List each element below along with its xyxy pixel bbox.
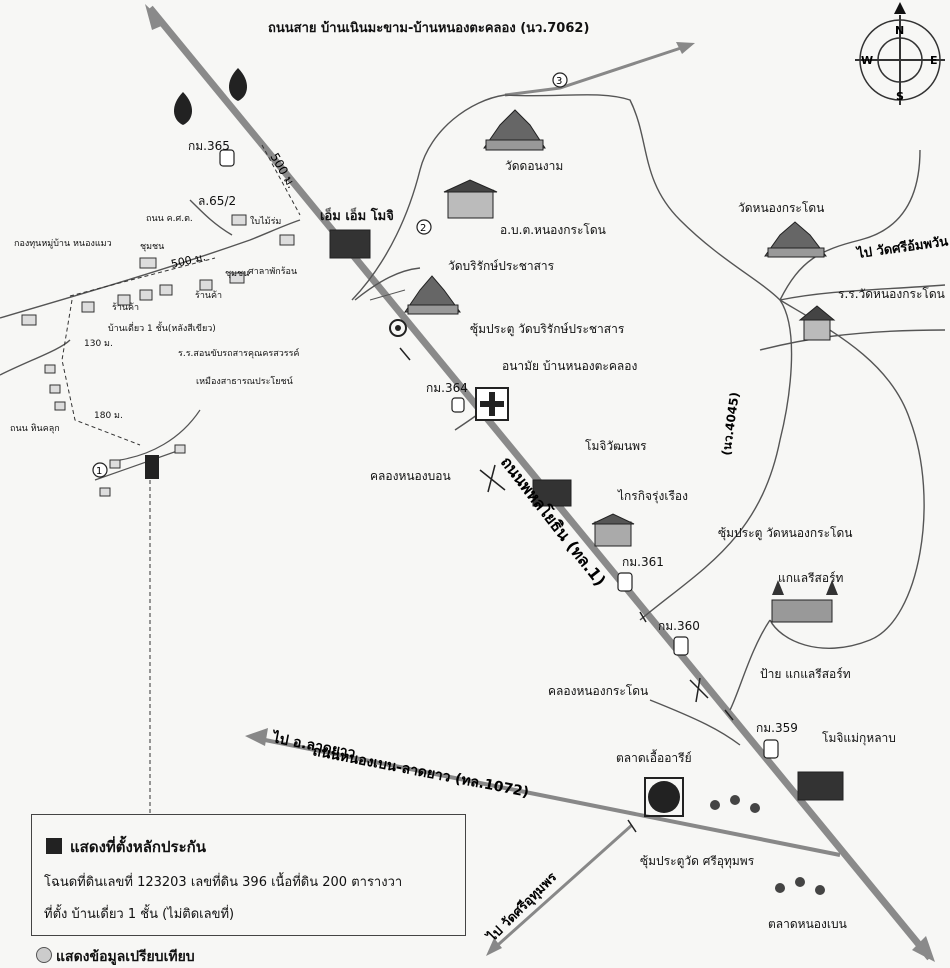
flame-icon <box>173 68 248 125</box>
gate-wat-sri-label: ซุ้มประตูวัด ศรีอุทุมพร <box>640 854 755 868</box>
compass-rose-icon <box>855 2 945 105</box>
road-to-wat-sri-uthumphon <box>486 823 633 956</box>
distance-180: 180 ม. <box>94 411 123 421</box>
community-label: ชุมชน <box>140 242 165 252</box>
ditch <box>94 409 201 481</box>
bridge-marks <box>399 347 734 833</box>
building-icon <box>329 179 844 801</box>
khlong-nong-kradon-label: คลองหนองกระโดน <box>548 684 649 698</box>
circled-number-marks <box>92 72 568 478</box>
wat-nong-kradon-label: วัดหนองกระโดน <box>738 201 825 215</box>
main-highway-label: ถนนพหลโยธิน (ทล.1) <box>497 452 611 590</box>
circled-number-3: 3 <box>556 76 562 87</box>
kaeree-resort-label: แกแลรีสอร์ท <box>778 571 844 585</box>
collateral-location-marker <box>145 455 159 479</box>
km365-label: กม.365 <box>188 139 230 153</box>
compass-w: W <box>861 54 873 67</box>
em-em-motel-label: เอ็ม เอ็ม โมจิ <box>320 209 394 224</box>
road-hin-khluk-label: ถนน หินคลุก <box>10 424 60 434</box>
resort-icon <box>771 580 838 623</box>
l65-label: ล.65/2 <box>198 194 237 208</box>
motel-wattana-label: โมจิวัฒนพร <box>585 439 647 453</box>
kaikit-label: ไกรกิจรุ่งเรือง <box>618 489 688 503</box>
km360-label: กม.360 <box>658 619 700 633</box>
shop1-label: ร้านค้า <box>112 303 140 313</box>
health-center-label: อนามัย บ้านหนองตะคลอง <box>502 359 638 373</box>
compare-circle-icon <box>36 947 52 963</box>
shop3-label: ชุมชน <box>225 269 250 279</box>
sala-label: ศาลาพักร้อน <box>248 267 298 277</box>
distance-lines <box>61 144 301 814</box>
school-sorn-label: ร.ร.สอนขับรถสารคุณครสวรรค์ <box>178 349 300 359</box>
km359-label: กม.359 <box>756 721 798 735</box>
circled-number-2: 2 <box>420 223 426 234</box>
compass-e: E <box>930 54 938 67</box>
km-marker-icon <box>219 149 779 759</box>
school-icon <box>369 289 407 337</box>
road-kat-label: ถนน ค.ศ.ต. <box>146 214 193 224</box>
bridge-label: ใบไม้ร่ม <box>250 217 282 227</box>
wat-don-ngam-label: วัดดอนงาม <box>505 159 564 173</box>
fund-village-label: กองทุนหมู่บ้าน หนองแมว <box>14 239 112 249</box>
market-nong-ben-label: ตลาดหนองเบน <box>768 917 847 931</box>
legend-title: แสดงที่ตั้งหลักประกัน <box>70 838 206 856</box>
compass-n: N <box>895 24 904 37</box>
top-road <box>504 42 695 97</box>
kaeree-sign-label: ป้าย แกแลรีสอร์ท <box>760 667 851 681</box>
market-chuea-label: ตลาดเอื้ออารีย์ <box>616 751 692 765</box>
ditch-label: เหมืองสาธารณประโยชน์ <box>196 377 293 387</box>
legend-compare-text: แสดงข้อมูลเปรียบเทียบ <box>56 949 195 965</box>
to-wat-sri-uthumphon-label: ไป วัดศรีอุทุมพร <box>482 869 560 947</box>
wat-borirak-label: วัดบริรักษ์ประชาสาร <box>448 259 555 273</box>
house-1storey-label: บ้านเดี่ยว 1 ชั้น(หลังสีเขียว) <box>108 324 216 334</box>
gate-wat-nong-kradon-label: ซุ้มประตู วัดหนองกระโดน <box>718 526 853 540</box>
km361-label: กม.361 <box>622 555 664 569</box>
road-4045-label: (นว.4045) <box>719 391 742 456</box>
market-icon <box>644 777 825 895</box>
obt-label: อ.บ.ต.หนองกระโดน <box>500 223 606 237</box>
legend-line2: ที่ตั้ง บ้านเดี่ยว 1 ชั้น (ไม่ติดเลขที่) <box>44 907 235 922</box>
legend-title-row: แสดงที่ตั้งหลักประกัน <box>46 835 206 859</box>
circled-number-1: 1 <box>96 466 102 477</box>
distance-500b: 500 ม. <box>170 250 207 271</box>
legend-box: แสดงที่ตั้งหลักประกัน โฉนดที่ดินเลขที่ 1… <box>31 814 466 936</box>
gate-wat-borirak-label: ซุ้มประตู วัดบริรักษ์ประชาสาร <box>470 322 625 336</box>
distance-130: 130 ม. <box>84 339 113 349</box>
temple-icon <box>404 109 828 315</box>
legend-line1: โฉนดที่ดินเลขที่ 123203 เลขที่ดิน 396 เน… <box>44 875 403 890</box>
health-center-icon <box>475 387 509 421</box>
shop2-label: ร้านค้า <box>195 291 223 301</box>
house-icon <box>21 214 295 497</box>
km364-label: กม.364 <box>426 381 468 395</box>
school-wat-nong-kradon-label: ร.ร.วัดหนองกระโดน <box>838 287 945 301</box>
khlong-nong-bon-label: คลองหนองบอน <box>370 469 451 483</box>
compass-s: S <box>896 90 904 103</box>
bottom-road <box>245 728 841 857</box>
collateral-square-icon <box>46 838 62 854</box>
top-road-label: ถนนสาย บ้านเนินมะขาม-บ้านหนองตะคลอง (นว.… <box>268 21 590 36</box>
motel-mae-kulab-label: โมจิแม่กุหลาบ <box>822 731 896 745</box>
legend-compare: แสดงข้อมูลเปรียบเทียบ <box>36 946 195 968</box>
